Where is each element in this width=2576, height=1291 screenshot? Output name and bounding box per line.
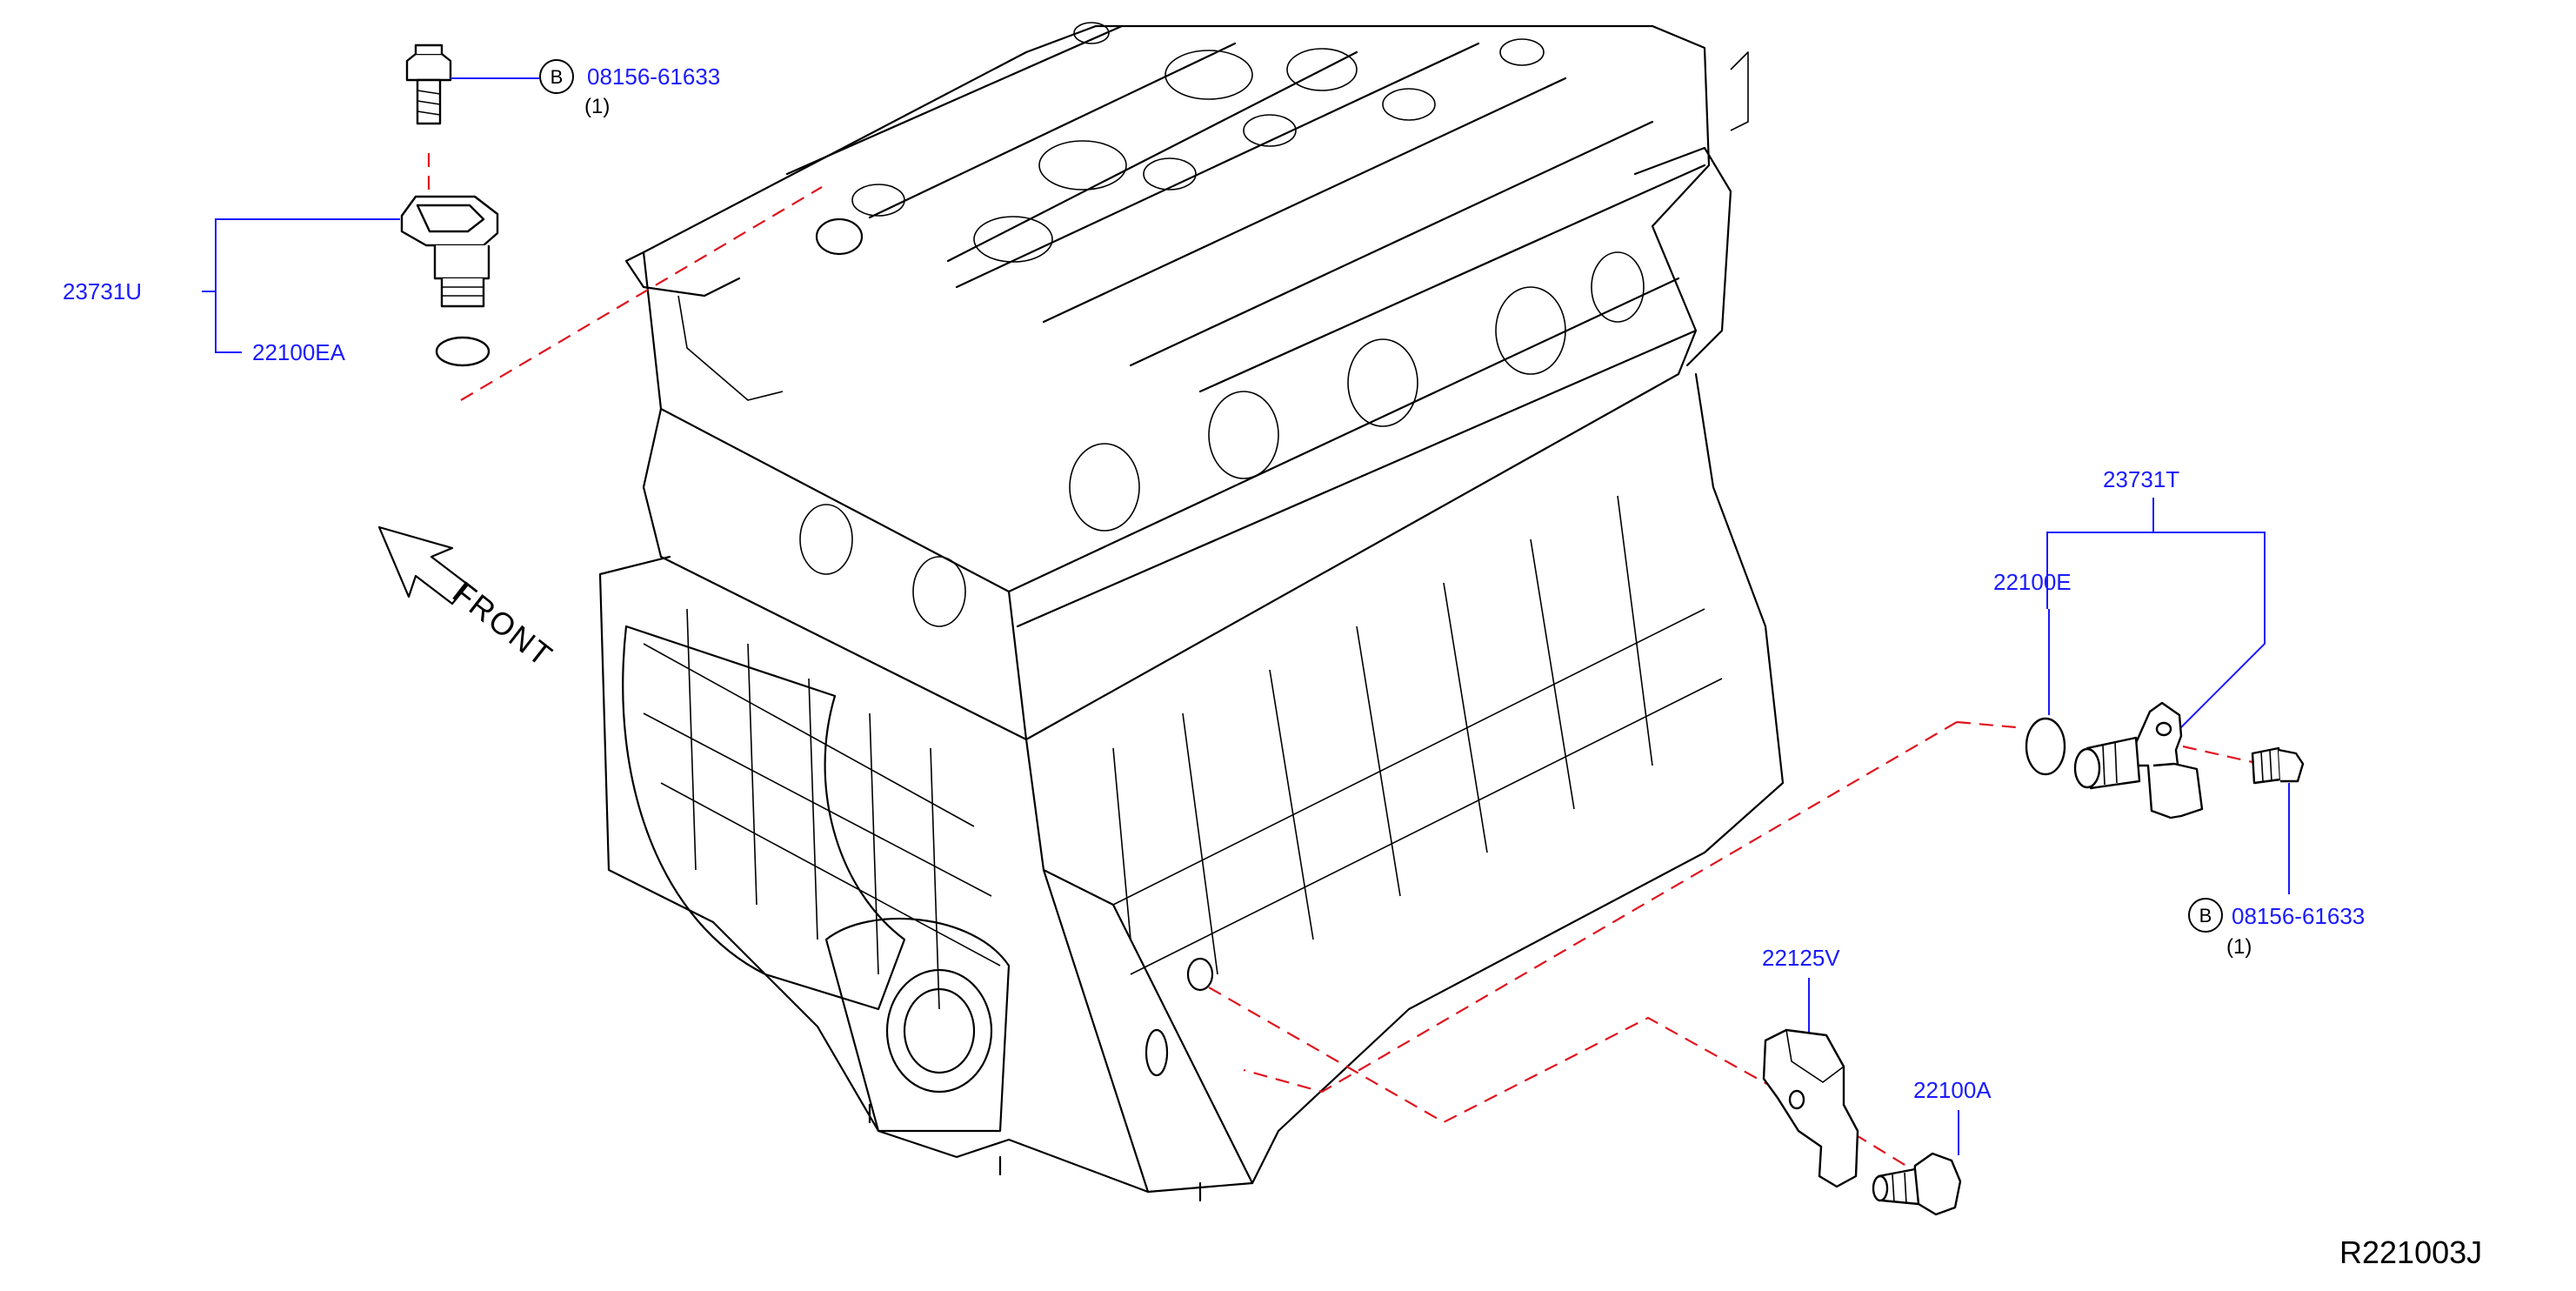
alignment-lines [427,153,2253,1171]
bracket [1762,1028,1859,1188]
front-arrow-icon [377,525,470,605]
sensor-top-part-no: 23731U [63,278,142,304]
bolt-top-part-no: 08156-61633 [587,64,720,90]
front-label: FRONT [446,574,560,674]
sensor-right [2073,701,2204,819]
bracket-part-no: 22125V [1762,945,1840,971]
sensor-top [400,195,499,308]
bolt-top [405,43,452,125]
sensor-right-part-no: 23731T [2103,466,2179,492]
bolt-right [2251,746,2305,785]
engine-block [598,22,1785,1202]
bolt-top-qty: (1) [584,95,610,118]
diagram-ref: R221003J [2339,1234,2482,1270]
bolt-right-qty: (1) [2226,935,2252,959]
bolt-right-part-no: 08156-61633 [2232,903,2365,929]
bolt-right-callout: B 08156-61633 (1) [2188,898,2365,959]
bolt-top-callout: B 08156-61633 (1) [539,59,720,118]
sensor-bottom-part-no: 22100A [1913,1077,1992,1103]
oring-right [2025,717,2066,776]
oring-right-part-no: 22100E [1993,569,2072,595]
bolt-top-marker: B [551,66,564,88]
sensor-bottom [1872,1152,1962,1216]
oring-top [435,336,491,367]
oring-top-part-no: 22100EA [252,339,346,365]
bolt-right-marker: B [2199,905,2212,926]
